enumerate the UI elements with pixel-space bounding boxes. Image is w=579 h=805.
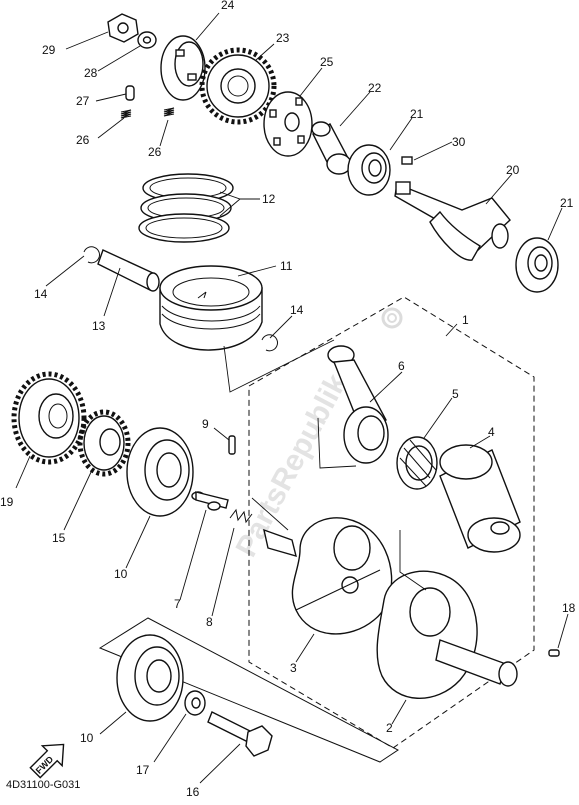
- woodruff-key: [401, 156, 413, 165]
- crankshaft-right: [376, 570, 518, 699]
- pin: [125, 85, 135, 101]
- label-4: 4: [488, 425, 495, 439]
- spring: [120, 109, 132, 119]
- watermark-gear-icon: [381, 307, 403, 329]
- lock-washer: [137, 31, 157, 49]
- lower-bearing-group-box: [98, 617, 399, 763]
- spring: [229, 508, 253, 524]
- washer: [184, 690, 206, 716]
- label-29: 29: [42, 43, 56, 57]
- label-23: 23: [276, 31, 290, 45]
- bearing: [347, 144, 391, 196]
- piston: [159, 265, 263, 351]
- piston-pin: [97, 249, 160, 292]
- circlip: [261, 334, 278, 352]
- label-20: 20: [506, 163, 520, 177]
- leader-lines: [15, 12, 569, 784]
- label-15: 15: [52, 531, 66, 545]
- primary-gear: [11, 371, 87, 465]
- label-27: 27: [76, 94, 90, 108]
- dowel-pin: [228, 435, 236, 455]
- fwd-arrow-icon: FWD: [29, 743, 65, 779]
- main-bearing: [116, 634, 184, 722]
- piston-rings: [138, 173, 234, 243]
- label-14: 14: [290, 303, 304, 317]
- label-6: 6: [398, 359, 405, 373]
- label-17: 17: [136, 763, 150, 777]
- circlip: [83, 246, 100, 264]
- label-12: 12: [262, 192, 276, 206]
- balancer-gear-hub: [160, 35, 206, 101]
- label-30: 30: [452, 135, 466, 149]
- connecting-rod: [327, 345, 389, 464]
- diagram-code: 4D31100-G031: [6, 779, 81, 791]
- label-19: 19: [0, 495, 14, 509]
- label-11: 11: [280, 259, 293, 273]
- crankshaft-assembly-box: [248, 296, 535, 749]
- main-bearing: [126, 427, 194, 517]
- label-22: 22: [368, 81, 382, 95]
- label-3: 3: [290, 661, 297, 675]
- collar: [311, 121, 352, 175]
- label-26: 26: [76, 133, 90, 147]
- label-26: 26: [148, 145, 162, 159]
- label-7: 7: [174, 597, 181, 611]
- nut: [107, 13, 139, 43]
- label-10: 10: [80, 731, 94, 745]
- label-16: 16: [186, 785, 200, 799]
- label-18: 18: [562, 601, 576, 615]
- bolt: [207, 711, 273, 757]
- balancer-shaft: [394, 181, 511, 261]
- label-8: 8: [206, 615, 213, 629]
- crankshaft-left: [263, 517, 393, 635]
- spring: [163, 107, 175, 117]
- crank-pin: [439, 444, 521, 553]
- damper-plate: [263, 91, 313, 157]
- label-10: 10: [114, 567, 128, 581]
- label-28: 28: [84, 66, 98, 80]
- bearing: [515, 237, 559, 293]
- label-21: 21: [410, 107, 424, 121]
- label-1: 1: [462, 313, 469, 327]
- drive-gear: [199, 47, 277, 125]
- label-21: 21: [560, 196, 574, 210]
- relief-pin: [191, 491, 229, 511]
- timing-gear: [77, 409, 131, 477]
- label-13: 13: [92, 319, 106, 333]
- label-9: 9: [202, 417, 209, 431]
- label-14: 14: [34, 287, 48, 301]
- label-24: 24: [221, 0, 235, 12]
- label-2: 2: [386, 721, 393, 735]
- woodruff-key: [548, 649, 560, 657]
- needle-bearing: [396, 436, 438, 490]
- label-5: 5: [452, 387, 459, 401]
- label-25: 25: [320, 55, 334, 69]
